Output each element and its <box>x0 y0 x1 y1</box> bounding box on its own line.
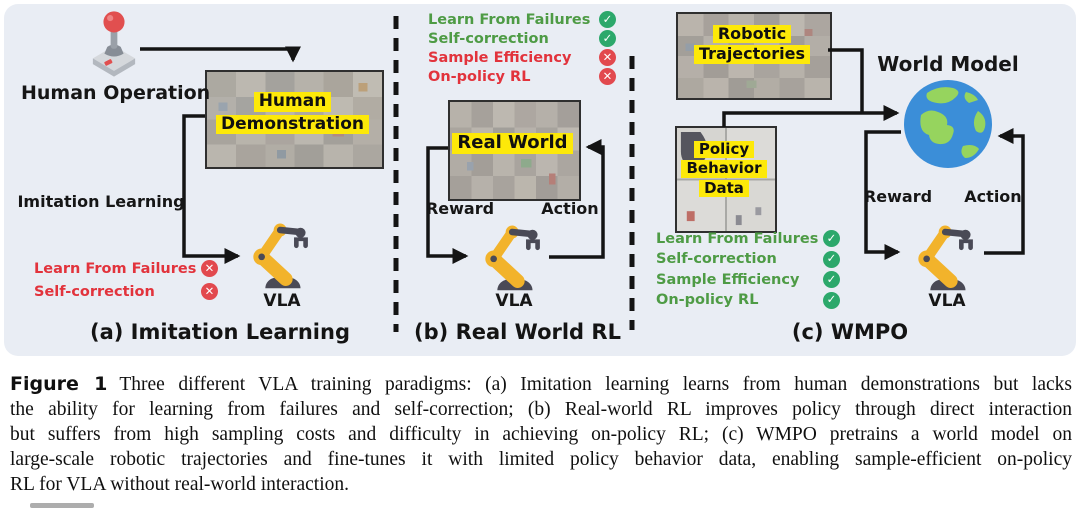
checklist-item-label: Self-correction <box>428 30 549 47</box>
checklist-item: Self-correction ✓ <box>428 30 616 47</box>
check-icon: ✓ <box>823 271 840 288</box>
panel-c-checklist: Learn From Failures ✓ Self-correction ✓ … <box>656 230 840 309</box>
image-label-line: Human <box>253 91 332 112</box>
panel-c-title: (c) WMPO <box>791 320 909 344</box>
check-icon: ✓ <box>823 250 840 268</box>
reward-label: Reward <box>425 199 495 218</box>
checklist-item: Sample Efficiency ✓ <box>656 271 840 288</box>
image-label-line: Trajectories <box>693 44 811 64</box>
checklist-item-label: Self-correction <box>34 283 155 300</box>
caption-line: RL for VLA without real-world interactio… <box>10 474 350 495</box>
image-label-line: Data <box>699 179 749 197</box>
image-label-line: Demonstration <box>216 114 369 135</box>
vla-label: VLA <box>928 291 966 311</box>
reward-label: Reward <box>863 187 933 206</box>
caption-line: large-scale robotic trajectories and fin… <box>10 449 1072 470</box>
checklist-item-label: Sample Efficiency <box>428 49 572 66</box>
caption-line: Figure 1 Three different VLA training par… <box>10 372 1072 397</box>
panel-b-checklist: Learn From Failures ✓ Self-correction ✓ … <box>428 11 616 85</box>
check-icon: ✓ <box>823 230 840 247</box>
checklist-item: Self-correction ✓ <box>656 250 840 268</box>
action-label: Action <box>964 187 1022 206</box>
joystick-icon <box>90 10 138 78</box>
cross-icon: ✕ <box>599 68 616 85</box>
checklist-item: On-policy RL ✕ <box>428 68 616 85</box>
caption-line: but suffers from high sampling costs and… <box>10 424 1072 445</box>
checklist-item-label: Self-correction <box>656 251 777 267</box>
cross-icon: ✕ <box>599 49 616 66</box>
image-label-line: Robotic <box>712 24 792 44</box>
check-icon: ✓ <box>599 30 616 47</box>
image-label-line: Policy <box>693 140 755 159</box>
action-label: Action <box>541 199 599 218</box>
caption-line: the ability for learning from failures a… <box>10 399 1072 420</box>
cross-icon: ✕ <box>201 283 218 300</box>
checklist-item-label: On-policy RL <box>428 68 531 85</box>
real-world-image-label: Real World <box>448 132 577 154</box>
checklist-item: Learn From Failures ✓ <box>656 230 840 247</box>
check-icon: ✓ <box>823 291 840 309</box>
human-demonstration-image-label: Human Demonstration <box>205 91 380 135</box>
checklist-item: Learn From Failures ✕ <box>34 260 218 277</box>
image-label-line: Behavior <box>681 159 767 178</box>
panel-b-title: (b) Real World RL <box>414 320 621 344</box>
robotic-trajectories-image-label: Robotic Trajectories <box>676 24 828 64</box>
human-demonstration-photo <box>205 70 384 169</box>
globe-icon <box>903 79 993 169</box>
imitation-learning-label: Imitation Learning <box>17 192 185 211</box>
human-operation-label: Human Operation <box>21 82 211 104</box>
checklist-item: Sample Efficiency ✕ <box>428 49 616 66</box>
caption-text: Three different VLA training paradigms: … <box>119 374 1072 395</box>
vla-label: VLA <box>263 291 301 311</box>
checklist-item-label: On-policy RL <box>656 292 759 308</box>
checklist-item: Self-correction ✕ <box>34 283 218 300</box>
figure-number-label: Figure 1 <box>10 373 108 395</box>
world-model-label: World Model <box>877 52 1019 76</box>
robot-arm-icon <box>910 220 984 294</box>
vla-label: VLA <box>495 291 533 311</box>
checklist-item-label: Sample Efficiency <box>656 271 800 288</box>
checklist-item-label: Learn From Failures <box>34 260 197 277</box>
policy-behavior-data-image-label: Policy Behavior Data <box>675 140 773 197</box>
checklist-item: On-policy RL ✓ <box>656 291 840 309</box>
check-icon: ✓ <box>599 11 616 28</box>
checklist-item-label: Learn From Failures <box>656 230 819 247</box>
robot-arm-icon <box>245 218 319 292</box>
checklist-item-label: Learn From Failures <box>428 11 591 28</box>
cutoff-text-fragment <box>30 503 94 508</box>
checklist-item: Learn From Failures ✓ <box>428 11 616 28</box>
image-label-line: Real World <box>452 132 573 154</box>
panel-a-title: (a) Imitation Learning <box>90 320 350 344</box>
robot-arm-icon <box>477 220 551 294</box>
cross-icon: ✕ <box>201 260 218 277</box>
panel-a-checklist: Learn From Failures ✕ Self-correction ✕ <box>34 260 218 300</box>
figure-caption: Figure 1 Three different VLA training par… <box>10 372 1072 497</box>
